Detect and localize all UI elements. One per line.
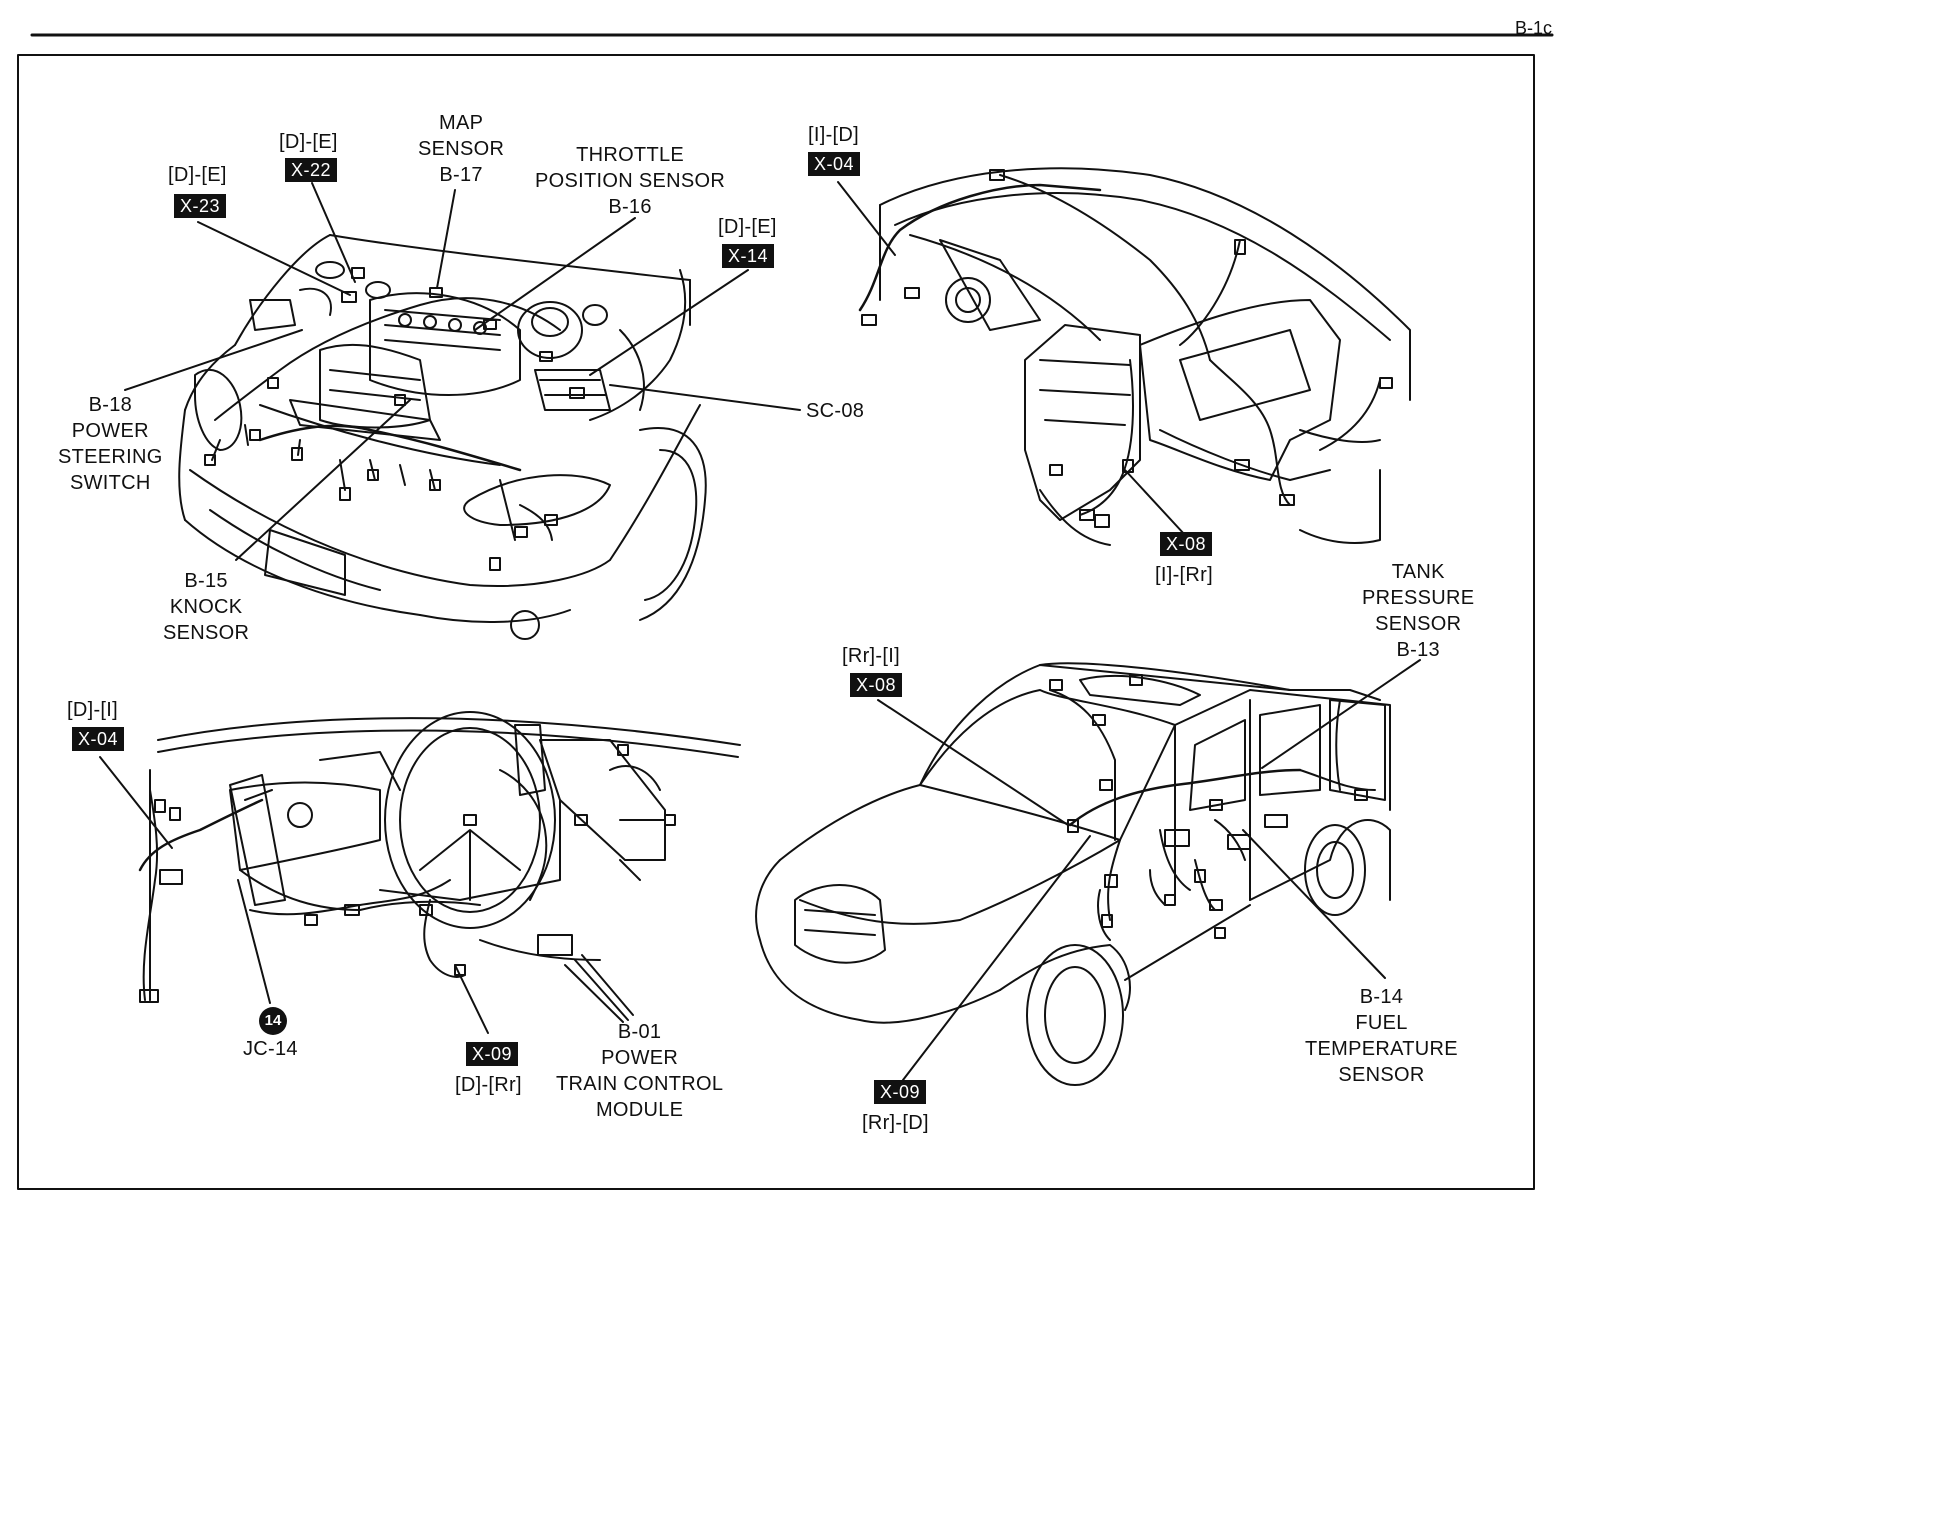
x14-connector-badge: X-14	[722, 244, 775, 268]
x23-location-label: [D]-[E]	[168, 164, 227, 186]
dash-x04-connector-badge: X-04	[808, 152, 861, 176]
power-steering-switch-label: B-18 POWER STEERING SWITCH	[58, 394, 163, 494]
leader-knock	[235, 399, 411, 561]
minivan-illustration	[755, 662, 1391, 1086]
throttle-position-sensor-label: THROTTLE POSITION SENSOR B-16	[535, 144, 726, 218]
van-x08-connector-badge: X-08	[850, 673, 903, 697]
cabin-x09-connector-badge: X-09	[466, 1042, 519, 1066]
page-number: B-1c	[1514, 18, 1552, 38]
leader-throttle	[474, 217, 636, 331]
leader-x23	[197, 221, 351, 296]
leader-sc08	[609, 384, 801, 411]
leader-pcm	[564, 954, 634, 1023]
x22-location-label: [D]-[E]	[279, 131, 338, 153]
sc08-label: SC-08	[806, 400, 865, 422]
leader-x22	[311, 182, 356, 283]
tank-pressure-sensor-label: TANK PRESSURE SENSOR B-13	[1362, 561, 1475, 661]
dash-x08-connector-badge: X-08	[1160, 532, 1213, 556]
x23-connector-badge: X-23	[174, 194, 227, 218]
harness-diagram	[17, 33, 1554, 1190]
dash-x08-location-label: [I]-[Rr]	[1155, 564, 1213, 586]
knock-sensor-label: B-15 KNOCK SENSOR	[163, 570, 250, 644]
leader-cabin-x04	[99, 756, 173, 849]
fuel-temperature-sensor-label: B-14 FUEL TEMPERATURE SENSOR	[1305, 986, 1458, 1086]
x14-location-label: [D]-[E]	[718, 216, 777, 238]
leader-dash-x08	[1124, 469, 1186, 536]
x22-connector-badge: X-22	[285, 158, 338, 182]
engine-bay-illustration	[178, 234, 707, 640]
dashboard-illustration	[858, 167, 1411, 546]
cabin-x04-location-label: [D]-[I]	[67, 699, 118, 721]
cabin-illustration	[138, 711, 741, 1003]
leader-power-steering	[124, 329, 303, 391]
page-frame	[17, 54, 1535, 1190]
dash-x04-location-label: [I]-[D]	[808, 124, 859, 146]
jc14-label: JC-14	[243, 1038, 298, 1060]
cabin-x09-location-label: [D]-[Rr]	[455, 1074, 522, 1096]
leader-jc14	[237, 879, 271, 1004]
leader-tank-sensor	[1261, 659, 1421, 769]
leader-van-x08	[877, 699, 1069, 826]
cabin-x04-connector-badge: X-04	[72, 727, 125, 751]
leader-dash-x04	[837, 181, 896, 256]
van-x09-location-label: [Rr]-[D]	[862, 1112, 929, 1134]
leader-van-x09	[902, 835, 1091, 1081]
leader-fuel-temp	[1242, 829, 1386, 979]
map-sensor-label: MAP SENSOR B-17	[418, 112, 505, 186]
leader-x14	[589, 269, 749, 376]
van-x09-connector-badge: X-09	[874, 1080, 927, 1104]
jc14-circle-badge: 14	[259, 1007, 287, 1035]
leader-cabin-x09	[454, 964, 489, 1034]
leader-map-sensor	[436, 189, 456, 289]
pcm-label: B-01 POWER TRAIN CONTROL MODULE	[556, 1021, 724, 1121]
van-x08-location-label: [Rr]-[I]	[842, 645, 900, 667]
